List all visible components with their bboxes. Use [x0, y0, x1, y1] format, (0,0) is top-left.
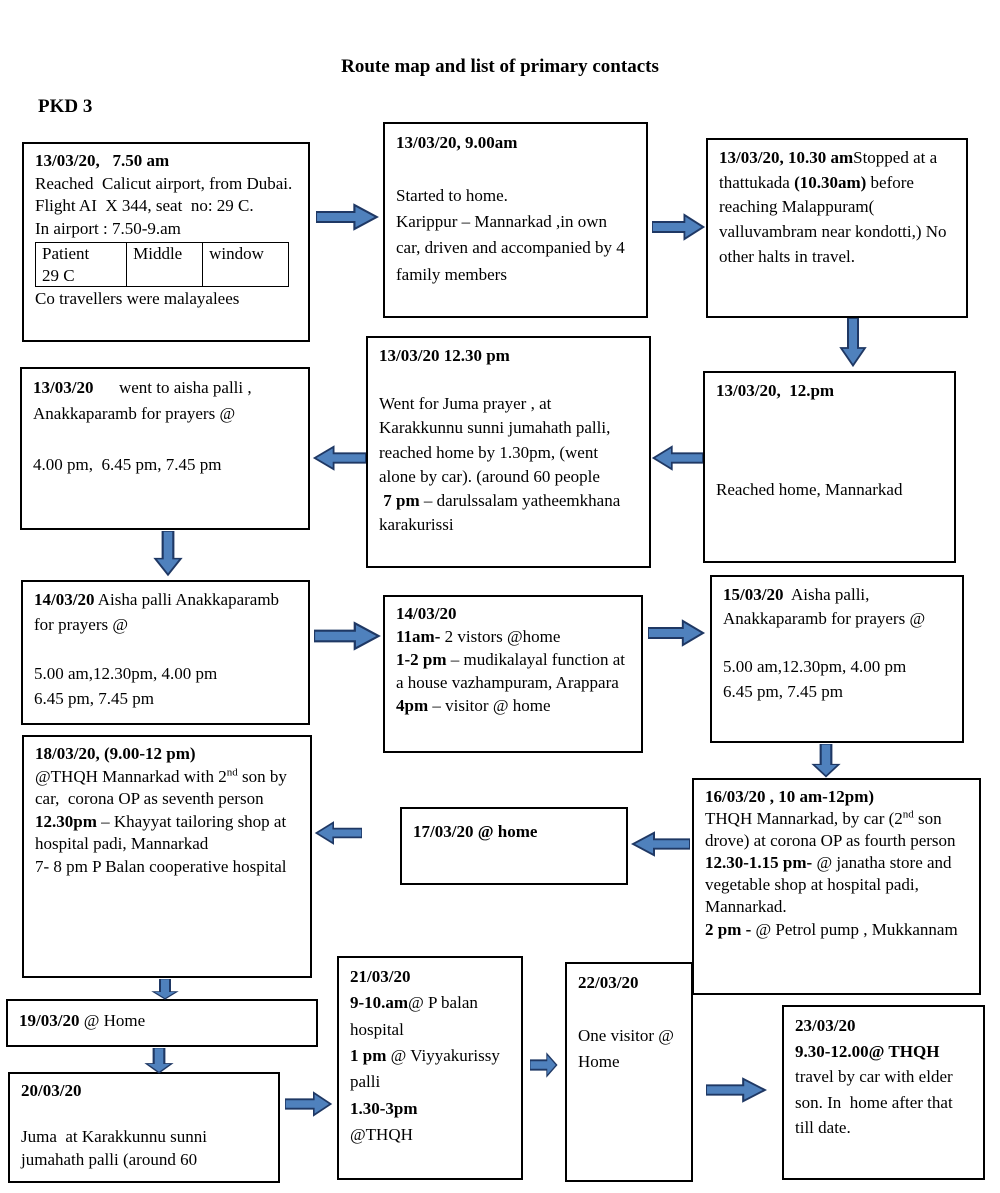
patient-id-label: PKD 3 — [38, 96, 93, 117]
box-text: 13/03/20 went to aisha palli , Anakkapar… — [33, 378, 255, 474]
arrow-left-icon — [314, 820, 362, 846]
arrow-right-icon — [652, 212, 706, 242]
flow-box-1703-home: 17/03/20 @ home — [400, 807, 628, 885]
arrow-left-icon — [651, 444, 703, 472]
arrow-down-icon — [152, 531, 184, 577]
box-text: 19/03/20 @ Home — [19, 1011, 146, 1030]
flow-box-1503-aisha-palli: 15/03/20 Aisha palli, Anakkaparamb for p… — [710, 575, 964, 743]
arrow-left-icon — [630, 830, 690, 858]
arrow-down-icon — [838, 318, 868, 368]
flow-box-1403-aisha-palli: 14/03/20 Aisha palli Anakkaparamb for pr… — [21, 580, 310, 725]
arrow-down-icon — [150, 979, 180, 1000]
arrow-right-icon — [706, 1076, 768, 1104]
box-text: 13/03/20, 10.30 amStopped at a thattukad… — [719, 148, 951, 266]
arrow-down-icon — [810, 744, 842, 778]
arrow-right-icon — [648, 618, 706, 648]
flow-box-1303-1230-juma-prayer: 13/03/20 12.30 pm Went for Juma prayer ,… — [366, 336, 651, 568]
flow-box-2203-one-visitor: 22/03/20 One visitor @ Home — [565, 962, 693, 1182]
flow-box-1903-home: 19/03/20 @ Home — [6, 999, 318, 1047]
page-title: Route map and list of primary contacts — [341, 56, 659, 77]
box-text: 14/03/20 Aisha palli Anakkaparamb for pr… — [34, 590, 284, 708]
box-text: 15/03/20 Aisha palli, Anakkaparamb for p… — [723, 585, 926, 701]
box-text: 22/03/20 One visitor @ Home — [578, 973, 679, 1072]
flow-box-1303-1030-thattukada: 13/03/20, 10.30 amStopped at a thattukad… — [706, 138, 968, 318]
arrow-right-icon — [530, 1051, 558, 1079]
box-text: 17/03/20 @ home — [413, 822, 538, 841]
arrow-right-icon — [316, 202, 380, 232]
box-text: 16/03/20 , 10 am-12pm)THQH Mannarkad, by… — [705, 787, 958, 939]
box-text: 13/03/20, 12.pm Reached home, Mannarkad — [716, 381, 903, 499]
flow-box-1603-thqh: 16/03/20 , 10 am-12pm)THQH Mannarkad, by… — [692, 778, 981, 995]
box-text: 18/03/20, (9.00-12 pm)@THQH Mannarkad wi… — [35, 744, 292, 877]
seat-cell-window: window — [202, 242, 290, 287]
flow-box-1803-thqh: 18/03/20, (9.00-12 pm)@THQH Mannarkad wi… — [22, 735, 312, 978]
arrow-down-icon — [143, 1048, 175, 1074]
flow-box-2003-juma: 20/03/20 Juma at Karakkunnu sunni jumaha… — [8, 1072, 280, 1183]
box-text: Co travellers were malayalees — [35, 288, 240, 308]
arrow-left-icon — [312, 444, 366, 472]
box-text: 20/03/20 Juma at Karakkunnu sunni jumaha… — [21, 1081, 212, 1169]
seat-cell-middle: Middle — [126, 242, 204, 287]
arrow-right-icon — [314, 620, 382, 652]
box-text: 13/03/20 12.30 pm Went for Juma prayer ,… — [379, 346, 625, 534]
flow-box-1303-12pm-reached-home: 13/03/20, 12.pm Reached home, Mannarkad — [703, 371, 956, 563]
box-text: 13/03/20, 9.00am Started to home.Karippu… — [396, 133, 629, 284]
flow-box-1303-aisha-palli: 13/03/20 went to aisha palli , Anakkapar… — [20, 367, 310, 530]
flow-box-1303-0900-started-home: 13/03/20, 9.00am Started to home.Karippu… — [383, 122, 648, 318]
arrow-right-icon — [285, 1090, 333, 1118]
